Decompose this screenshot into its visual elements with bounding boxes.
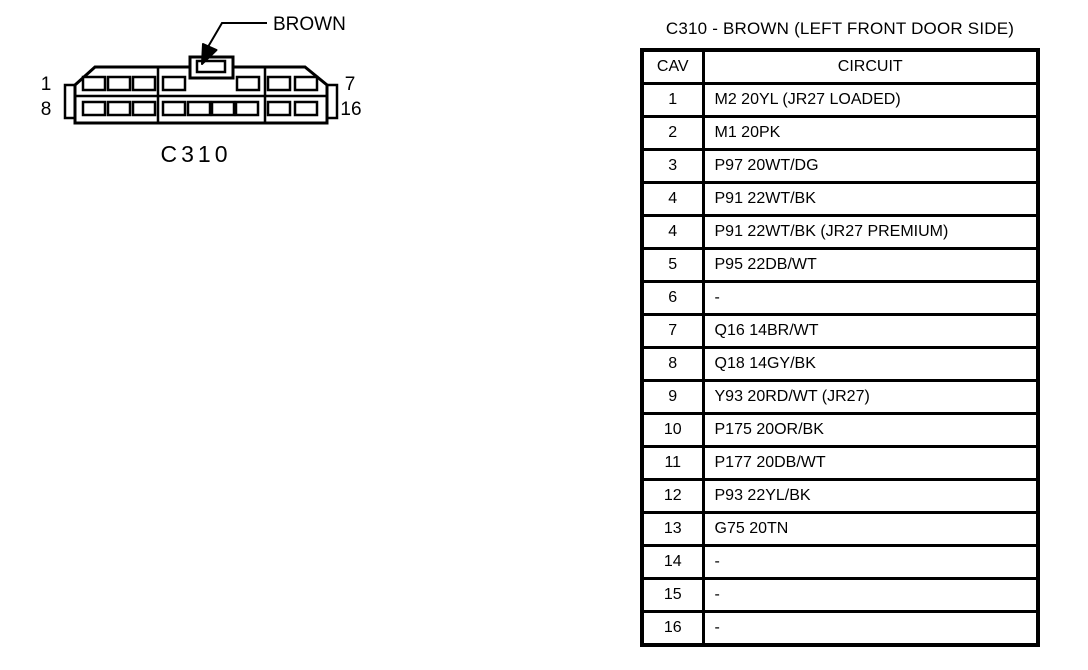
table-row: 13 G75 20TN [640,511,1040,547]
pin-row-top [81,75,319,92]
table-row: 6 - [640,280,1040,316]
cav-cell: 11 [640,445,705,481]
circuit-cell: - [701,610,1040,647]
circuit-cell: P91 22WT/BK [701,181,1040,217]
table-row: 4 P91 22WT/BK (JR27 PREMIUM) [640,214,1040,250]
cav-cell: 3 [640,148,705,184]
table-row: 8 Q18 14GY/BK [640,346,1040,382]
table-title: C310 - BROWN (LEFT FRONT DOOR SIDE) [665,19,1015,38]
table-row: 16 - [640,610,1040,647]
circuit-cell: P95 22DB/WT [701,247,1040,283]
cav-cell: 6 [640,280,705,316]
circuit-cell: - [701,544,1040,580]
table-row: 14 - [640,544,1040,580]
callout-arrow [201,22,267,65]
cav-cell: 9 [640,379,705,415]
connector-color-label: BROWN [273,14,346,35]
circuit-cell: P175 20OR/BK [701,412,1040,448]
connector-latch-tab [188,55,235,80]
table-row: 15 - [640,577,1040,613]
cav-cell: 4 [640,214,705,250]
pin-label-1: 1 [41,74,52,95]
table-row: 5 P95 22DB/WT [640,247,1040,283]
column-header-circuit: CIRCUIT [701,48,1040,85]
circuit-cell: P91 22WT/BK (JR27 PREMIUM) [701,214,1040,250]
pinout-table: CAV CIRCUIT 1 M2 20YL (JR27 LOADED) 2 M1… [640,48,1040,647]
table-row: 7 Q16 14BR/WT [640,313,1040,349]
cav-cell: 15 [640,577,705,613]
table-row: 11 P177 20DB/WT [640,445,1040,481]
connector-diagram: BROWN 1 8 7 16 C310 [41,14,362,167]
cav-cell: 7 [640,313,705,349]
column-header-cav: CAV [640,48,705,85]
cav-cell: 8 [640,346,705,382]
pin-row-bottom [81,100,319,117]
pin-label-8: 8 [41,99,52,120]
circuit-cell: Y93 20RD/WT (JR27) [701,379,1040,415]
cav-cell: 5 [640,247,705,283]
circuit-cell: M2 20YL (JR27 LOADED) [701,82,1040,118]
table-row: 1 M2 20YL (JR27 LOADED) [640,82,1040,118]
connector-dividers [75,67,327,123]
circuit-cell: G75 20TN [701,511,1040,547]
table-row: 3 P97 20WT/DG [640,148,1040,184]
table-row: 12 P93 22YL/BK [640,478,1040,514]
table-row: 4 P91 22WT/BK [640,181,1040,217]
circuit-cell: Q18 14GY/BK [701,346,1040,382]
table-row: 9 Y93 20RD/WT (JR27) [640,379,1040,415]
circuit-cell: P93 22YL/BK [701,478,1040,514]
cav-cell: 13 [640,511,705,547]
table-row: 2 M1 20PK [640,115,1040,151]
circuit-cell: P177 20DB/WT [701,445,1040,481]
table-header-row: CAV CIRCUIT [640,48,1040,85]
connector-name-label: C310 [161,141,232,167]
cav-cell: 12 [640,478,705,514]
circuit-cell: Q16 14BR/WT [701,313,1040,349]
circuit-cell: P97 20WT/DG [701,148,1040,184]
circuit-cell: - [701,280,1040,316]
pin-label-7: 7 [345,74,356,95]
pin-label-16: 16 [340,99,361,120]
cav-cell: 14 [640,544,705,580]
circuit-cell: - [701,577,1040,613]
cav-cell: 2 [640,115,705,151]
cav-cell: 4 [640,181,705,217]
circuit-cell: M1 20PK [701,115,1040,151]
table-row: 10 P175 20OR/BK [640,412,1040,448]
cav-cell: 10 [640,412,705,448]
cav-cell: 16 [640,610,705,647]
cav-cell: 1 [640,82,705,118]
